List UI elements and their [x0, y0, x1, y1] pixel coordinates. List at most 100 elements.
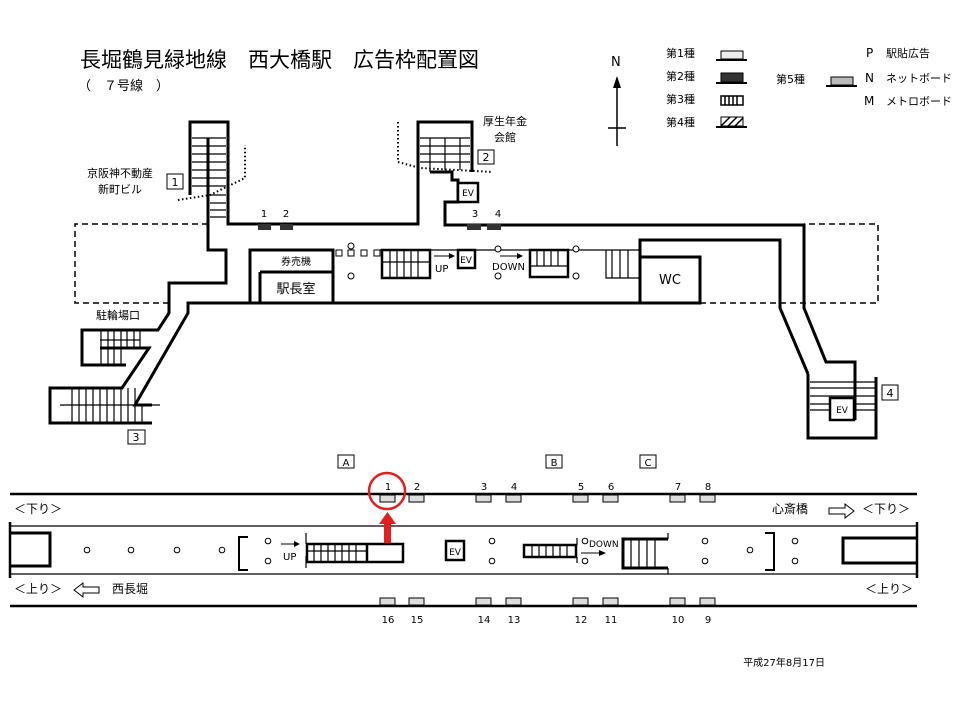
highlight-arrow-icon	[379, 512, 396, 543]
pillar	[488, 557, 496, 565]
ad-slot-number: 7	[675, 482, 681, 493]
exit4-ev-label: EV	[836, 406, 849, 416]
pillar	[791, 557, 799, 565]
ad-slot[interactable]	[572, 597, 589, 606]
type4-swatch-icon	[716, 116, 747, 128]
section-b: B	[551, 458, 558, 469]
exit-4-number: 4	[887, 387, 894, 400]
ad-slot[interactable]	[505, 597, 522, 606]
ad-slot[interactable]	[699, 597, 716, 606]
legend-type3-label: 第3種	[666, 92, 695, 106]
ad-slot-number: 5	[578, 482, 584, 493]
ad-slot[interactable]	[602, 494, 619, 503]
pillar	[83, 546, 91, 554]
concourse-ad-number: 1	[261, 209, 267, 220]
section-a: A	[343, 458, 350, 469]
ad-slot-number: 9	[705, 615, 711, 626]
ad-slot-number: 2	[414, 482, 420, 493]
exit1-building-label-2: 新町ビル	[98, 182, 142, 196]
ad-slot[interactable]	[505, 494, 522, 503]
destination-nishinagahori: 西長堀	[112, 581, 148, 596]
platform-ev-label: EV	[449, 548, 462, 558]
ad-slot-number: 16	[382, 615, 395, 626]
concourse-ad-4[interactable]	[487, 224, 501, 230]
concourse-ad-number: 3	[472, 209, 478, 220]
exit3-label: 駐輪場口	[96, 308, 140, 322]
ad-slot-number: 6	[608, 482, 614, 493]
type3-swatch-icon	[720, 95, 744, 106]
page-title: 長堀鶴見緑地線 西大橋駅 広告枠配置図	[80, 48, 479, 72]
concourse-floor-plan: EV EV 1 2 3 4 京阪神不動産 新町ビル 1 厚生年金 会館 2 駐輪…	[48, 114, 899, 445]
pillar	[701, 537, 709, 545]
ticket-machine-label: 券売機	[281, 255, 311, 268]
down-direction-left: ＜下り＞	[14, 502, 62, 516]
ad-slot-number: 10	[672, 615, 685, 626]
pillar	[127, 546, 135, 554]
ad-slot[interactable]	[699, 494, 716, 503]
ad-slot-number: 4	[511, 482, 517, 493]
pillar	[488, 537, 496, 545]
ad-slot-number: 8	[705, 482, 711, 493]
pillar	[581, 557, 589, 565]
pillar	[264, 557, 272, 565]
north-label: N	[611, 55, 621, 70]
legend-type1-label: 第1種	[666, 46, 695, 60]
legend-code-n: N	[865, 71, 874, 85]
ad-slot-number: 3	[481, 482, 487, 493]
exit-1-number: 1	[172, 176, 179, 189]
legend-code-n-label: ネットボード	[886, 72, 952, 85]
arrow-right-icon	[828, 502, 855, 520]
destination-shinsaibashi: 心斎橋	[772, 501, 808, 516]
station-office-label: 駅長室	[276, 281, 315, 297]
pillar	[581, 537, 589, 545]
legend-code-p: P	[866, 46, 873, 60]
exit-3-number: 3	[133, 431, 140, 444]
pillar	[173, 546, 181, 554]
pillar	[701, 557, 709, 565]
highlight-circle	[367, 471, 407, 511]
section-c: C	[645, 458, 652, 469]
concourse-ad-2[interactable]	[280, 224, 293, 230]
platform-up-label: UP	[283, 552, 296, 563]
wc-label: WC	[659, 273, 681, 288]
ad-slot-number: 15	[411, 615, 424, 626]
up-direction-right: ＜上り＞	[865, 582, 913, 596]
concourse-ad-1[interactable]	[258, 224, 271, 230]
exit2-ev-label: EV	[462, 189, 475, 199]
pillar	[746, 546, 754, 554]
exit1-building-label: 京阪神不動産	[87, 166, 153, 180]
ad-slot-number: 14	[478, 615, 491, 626]
ad-slot[interactable]	[379, 494, 396, 503]
down-direction-right: ＜下り＞	[862, 502, 910, 516]
legend-type5-label: 第5種	[776, 72, 805, 86]
ad-slot[interactable]	[572, 494, 589, 503]
ad-slot[interactable]	[669, 494, 686, 503]
revision-date: 平成27年8月17日	[743, 656, 825, 669]
ad-slot[interactable]	[475, 597, 492, 606]
type5-swatch-icon	[826, 76, 857, 87]
ad-slot[interactable]	[379, 597, 396, 606]
concourse-ev-label: EV	[460, 256, 473, 266]
ad-slot[interactable]	[408, 494, 425, 503]
concourse-up-label: UP	[435, 264, 448, 275]
pillar	[218, 546, 226, 554]
north-arrow-icon: N	[608, 55, 626, 146]
legend-code-p-label: 駅貼広告	[886, 46, 930, 60]
ad-slot-number: 13	[508, 615, 521, 626]
pillar	[791, 537, 799, 545]
pillar	[264, 537, 272, 545]
concourse-ad-3[interactable]	[467, 224, 481, 230]
ad-slot-number: 1	[385, 482, 391, 493]
concourse-ad-number: 4	[495, 209, 501, 220]
exit2-building-label-2: 会館	[494, 130, 516, 144]
legend-code-m-label: メトロボード	[886, 95, 952, 108]
ad-slot[interactable]	[475, 494, 492, 503]
arrow-left-icon	[73, 581, 100, 599]
ad-slot[interactable]	[408, 597, 425, 606]
ad-slot[interactable]	[669, 597, 686, 606]
ad-slot[interactable]	[602, 597, 619, 606]
page-subtitle: （ ７号線 ）	[78, 78, 169, 94]
